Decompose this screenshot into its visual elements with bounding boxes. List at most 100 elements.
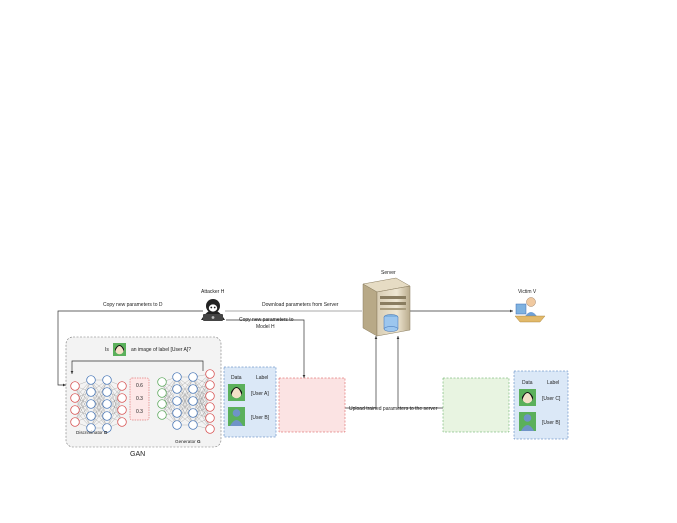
discriminator-label: Discriminator D — [76, 430, 108, 435]
edge-label-copy-to-model-h-2: Model H — [256, 324, 275, 330]
generator-connection — [192, 376, 211, 408]
edge-label-download: Download parameters from Server — [262, 302, 339, 308]
question-feedback-arrow — [70, 360, 204, 374]
generator-connection — [161, 381, 178, 414]
generator-neuron — [188, 372, 198, 382]
discriminator-neuron — [86, 399, 96, 409]
hacker-icon — [201, 299, 225, 321]
discriminator-connection — [106, 385, 123, 417]
generator-neuron — [157, 399, 167, 409]
discriminator-connection — [90, 379, 108, 405]
discriminator-connection — [106, 397, 123, 429]
attacker-row-1-label: [User B] — [251, 415, 270, 421]
discriminator-connection — [74, 391, 92, 423]
generator-neuron — [205, 413, 215, 423]
discriminator-connection — [90, 403, 108, 429]
generator-connection — [161, 392, 178, 426]
attacker-row-0-face-icon — [228, 384, 245, 401]
victim-label: Victim V — [518, 289, 537, 295]
discriminator-neuron — [70, 381, 80, 391]
generator-connection — [192, 388, 211, 419]
generator-neuron — [172, 384, 182, 394]
generator-network — [157, 369, 215, 434]
generator-label-prefix: Generator — [175, 439, 196, 444]
generator-neuron — [205, 391, 215, 401]
generator-neuron — [205, 424, 215, 434]
discriminator-connection — [90, 379, 108, 417]
generator-connection — [192, 395, 211, 426]
discriminator-neuron — [70, 393, 80, 403]
server-label: Server — [381, 270, 396, 276]
generator-connection — [176, 376, 194, 426]
generator-neuron — [172, 372, 182, 382]
edge-label-upload: Upload trained parameters to the server — [349, 406, 438, 412]
question-suffix: an image of label [User A]? — [131, 347, 191, 353]
discriminator-output-2: 0.3 — [136, 409, 143, 415]
discriminator-neuron — [102, 423, 112, 433]
generator-neuron — [172, 408, 182, 418]
generator-connection — [161, 376, 178, 416]
question-face-icon — [113, 343, 126, 356]
attacker-label: Attacker H — [201, 289, 225, 295]
discriminator-neuron — [102, 411, 112, 421]
generator-connection — [176, 400, 194, 426]
discriminator-output-box — [129, 377, 150, 421]
attacker-model-h-box — [278, 377, 346, 433]
discriminator-label-prefix: Discriminator — [76, 430, 103, 435]
discriminator-output-0: 0.6 — [136, 383, 143, 389]
victim-row-1-label: [User B] — [542, 420, 561, 426]
generator-neuron — [188, 384, 198, 394]
victim-row-1-person-icon — [519, 412, 536, 431]
discriminator-neuron — [117, 381, 127, 391]
question-prefix: Is — [105, 347, 109, 353]
victim-model-box — [442, 377, 510, 433]
discriminator-neuron — [102, 387, 112, 397]
discriminator-neuron — [70, 405, 80, 415]
discriminator-neuron — [86, 411, 96, 421]
victim-user-icon — [514, 297, 546, 323]
discriminator-neuron — [117, 417, 127, 427]
discriminator-neuron — [86, 423, 96, 433]
edge-copy-to-d — [57, 310, 203, 387]
generator-connection — [176, 376, 194, 414]
generator-connection — [192, 388, 211, 430]
discriminator-connection — [90, 391, 108, 429]
generator-neuron — [157, 388, 167, 398]
edge-label-copy-to-model-h-1: Copy new parameters to — [239, 317, 294, 323]
discriminator-neuron — [102, 375, 112, 385]
edge-copy-to-model-h — [226, 319, 306, 378]
gan-label: GAN — [130, 451, 145, 458]
edge-upload-from-model-h — [345, 336, 378, 409]
attacker-row-0-label: [User A] — [251, 391, 269, 397]
generator-label: Generator G — [175, 439, 201, 444]
generator-neuron — [205, 380, 215, 390]
attacker-row-1-person-icon — [228, 407, 245, 426]
discriminator-neuron — [70, 417, 80, 427]
generator-connection — [192, 400, 211, 430]
generator-neuron — [157, 377, 167, 387]
edge-label-copy-to-d: Copy new parameters to D — [103, 302, 163, 308]
discriminator-connection — [90, 379, 108, 429]
generator-connection — [192, 376, 211, 419]
generator-neuron — [157, 410, 167, 420]
discriminator-network — [70, 375, 127, 433]
discriminator-connection — [106, 385, 123, 429]
generator-connection — [161, 388, 178, 416]
generator-label-letter: G — [197, 439, 201, 444]
generator-connection — [192, 373, 211, 414]
generator-neuron — [172, 420, 182, 430]
generator-connection — [176, 376, 194, 402]
victim-row-0-face-icon — [519, 389, 536, 406]
generator-neuron — [205, 369, 215, 379]
attacker-table-header-label: Label — [256, 375, 268, 381]
discriminator-connection — [74, 379, 92, 411]
discriminator-neuron — [117, 405, 127, 415]
discriminator-neuron — [102, 399, 112, 409]
edge-upload-from-victim-model — [396, 336, 443, 409]
discriminator-output-1: 0.3 — [136, 396, 143, 402]
discriminator-neuron — [86, 375, 96, 385]
victim-table-header-data: Data — [522, 380, 533, 386]
generator-connection — [192, 384, 211, 426]
generator-connection — [192, 384, 211, 414]
